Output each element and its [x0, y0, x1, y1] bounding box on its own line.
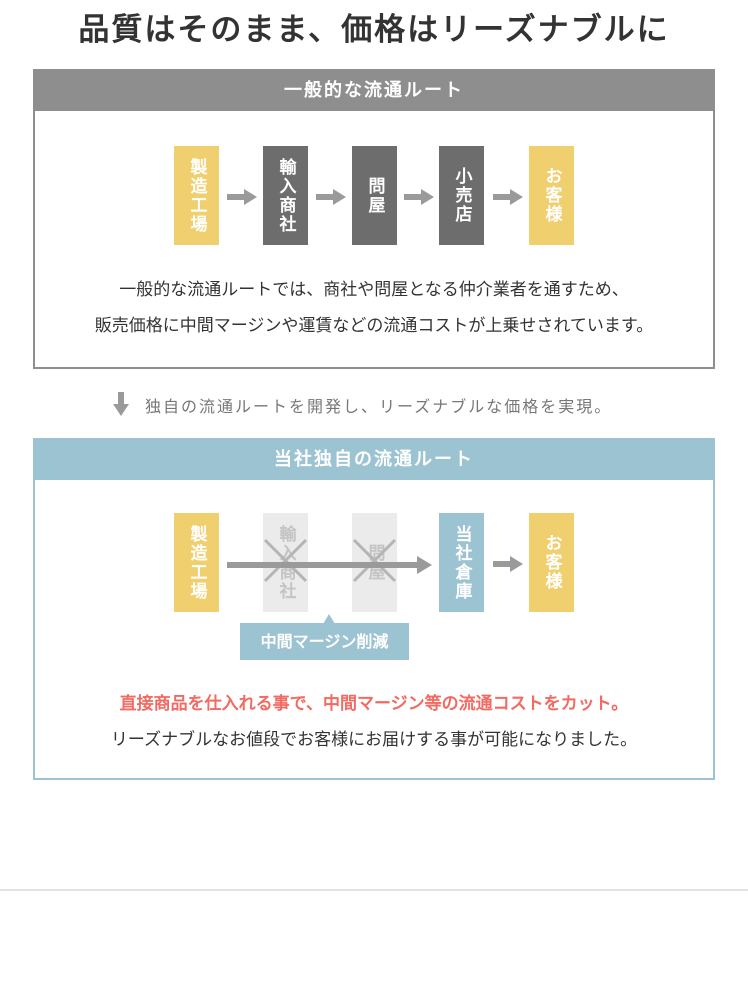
arrow-icon: [404, 189, 434, 205]
own-route-panel: 当社独自の流通ルート 製造工場 輸入商社 問屋 当社倉庫 お客様 中間マージン削…: [33, 438, 715, 780]
node-importer: 輸入商社: [263, 146, 308, 245]
general-description-1: 一般的な流通ルートでは、商社や問屋となる仲介業者を通すため、: [119, 280, 629, 300]
down-arrow-icon: [113, 392, 129, 416]
highlight-text: 直接商品を仕入れる事で、中間マージン等の流通コストをカット。: [119, 694, 629, 714]
divider: [0, 889, 748, 891]
own-description: リーズナブルなお値段でお客様にお届けする事が可能になりました。: [110, 730, 638, 750]
node-label: 製造工場: [186, 524, 207, 601]
node-own-warehouse: 当社倉庫: [439, 513, 484, 612]
page-title: 品質はそのまま、価格はリーズナブルに: [78, 12, 670, 48]
general-route-header: 一般的な流通ルート: [35, 71, 713, 111]
margin-cut-badge: 中間マージン削減: [240, 623, 409, 660]
cross-icon: [352, 538, 397, 583]
node-retailer: 小売店: [439, 146, 484, 245]
node-label: お客様: [541, 167, 562, 224]
own-route-header: 当社独自の流通ルート: [35, 440, 713, 480]
long-arrow-icon: [227, 556, 432, 574]
node-factory: 製造工場: [174, 146, 219, 245]
node-customer: お客様: [529, 513, 574, 612]
node-customer: お客様: [529, 146, 574, 245]
node-label: お客様: [541, 534, 562, 591]
general-route-panel: 一般的な流通ルート 製造工場 輸入商社 問屋 小売店 お客様 一般的な流通ルート…: [33, 69, 715, 369]
arrow-icon: [493, 189, 523, 205]
arrow-icon: [493, 556, 523, 572]
general-description-2: 販売価格に中間マージンや運賃などの流通コストが上乗せされています。: [94, 316, 654, 336]
badge-pointer: [323, 614, 335, 624]
node-label: 当社倉庫: [451, 524, 472, 601]
node-label: 輸入商社: [275, 157, 296, 234]
arrow-icon: [316, 189, 346, 205]
node-label: 製造工場: [186, 157, 207, 234]
arrow-icon: [227, 189, 257, 205]
transition-text: 独自の流通ルートを開発し、リーズナブルな価格を実現。: [145, 397, 613, 416]
node-label: 問屋: [364, 176, 385, 215]
node-label: 小売店: [451, 167, 472, 224]
cross-icon: [263, 538, 308, 583]
node-factory: 製造工場: [174, 513, 219, 612]
node-wholesaler: 問屋: [352, 146, 397, 245]
